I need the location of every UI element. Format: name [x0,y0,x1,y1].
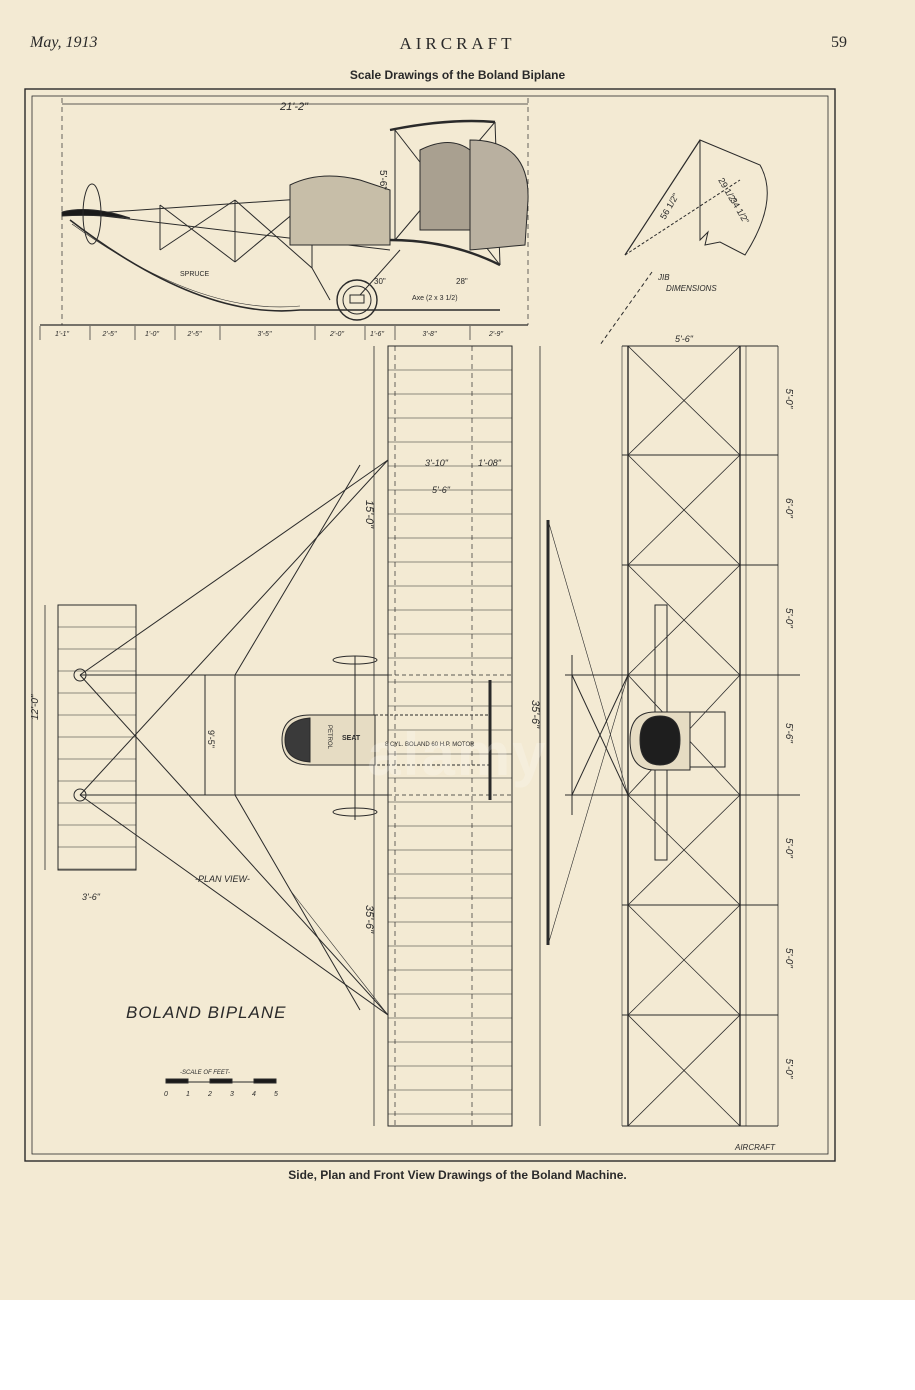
plan-half-span-dim: 15'-0" [363,500,375,529]
jib-label-line-2: DIMENSIONS [666,284,717,293]
scale-tick-label: 4 [252,1091,256,1098]
outer-frame [24,88,836,1162]
front-bay-dim: 5'-0" [783,838,794,858]
front-span-dim: 35'-6" [529,700,541,729]
footer-strip [0,1300,915,1390]
wheel-size-2: 28" [456,277,468,286]
scale-label: -SCALE OF FEET- [180,1070,230,1076]
front-view-labels: 5'-6" 35'-6" [529,334,694,729]
credit-label: AIRCRAFT [734,1143,776,1152]
plan-chord-dim: 5'-6" [432,485,451,495]
front-bay-dim: 5'-6" [783,723,794,743]
jib-label-line-1: JIB [657,273,670,282]
side-segment-dim: 3'-5" [258,331,272,338]
drawing-title: BOLAND BIPLANE [126,1003,286,1022]
plan-inner-dim-2: 1'-08" [478,458,502,468]
scale-tick-label: 1 [186,1091,190,1098]
plan-inner-dim-1: 3'-10" [425,458,449,468]
side-segment-dim: 1'-6" [370,331,384,338]
wheel-size-1: 30" [374,277,386,286]
scale-bar [165,1078,277,1084]
jib-drawing [599,139,768,346]
plan-view-labels: 3'-10" 1'-08" 5'-6" 15'-0" 35'-6" 12'-0"… [30,458,502,934]
front-brace [627,564,741,676]
side-segment-dim: 2'-5" [187,331,202,338]
jib-dim-2: 34 1/2" [728,196,751,225]
tank-label: PETROL [326,725,332,750]
header-magazine: AIRCRAFT [399,34,516,53]
front-brace [627,454,741,566]
side-segment-dims: 1'-1" 2'-5" 1'-0" 2'-5" 3'-5" 2'-0" 1'-6" 3'-8"… [39,326,503,340]
magazine-page: May, 1913 AIRCRAFT 59 Scale Drawings of … [0,0,915,1300]
front-chord-dim: 5'-6" [675,334,694,344]
front-brace [627,904,741,1016]
header-page-number: 59 [831,34,847,51]
scale-tick-label: 3 [230,1091,234,1098]
spruce-label: SPRUCE [180,271,210,278]
tail-chord-dim: 3'-6" [82,892,101,902]
inner-frame [31,95,829,1155]
axle-label: Axe (2 x 3 1/2) [412,295,458,302]
side-segment-dim: 2'-0" [329,331,344,338]
front-bay-dim: 5'-0" [783,1059,794,1079]
side-view-labels: 21'-2" 5'-6" SPRUCE Axe (2 x 3 1/2) 30" … [180,101,468,302]
drawing-subtitle: Scale Drawings of the Boland Biplane [349,68,566,82]
side-segment-dim: 1'-1" [55,331,69,338]
front-brace [627,794,741,906]
plan-view-label: -PLAN VIEW- [195,874,250,884]
side-view [40,98,529,326]
side-segment-dim: 3'-8" [423,331,437,338]
scale-ticks: 0 1 2 3 4 5 [164,1091,278,1098]
scale-tick-label: 0 [164,1091,168,1098]
side-segment-dim: 1'-0" [145,331,159,338]
front-brace [627,1014,741,1127]
front-bay-dim: 5'-0" [783,389,794,409]
front-view [539,345,800,1127]
front-bay-dim: 5'-0" [783,608,794,628]
front-bay-dim: 5'-0" [783,948,794,968]
side-height-dim: 5'-6" [377,170,388,190]
elevator-dim: 9'-5" [206,730,216,748]
front-brace [627,345,741,456]
side-segment-dim: 2'-5" [102,331,117,338]
biplane-drawing: 21'-2" 5'-6" SPRUCE Axe (2 x 3 1/2) 30" … [24,88,836,1162]
plan-span-dim: 35'-6" [363,905,375,934]
seat-label: SEAT [342,735,361,742]
scale-tick-label: 2 [207,1091,212,1098]
header-date: May, 1913 [30,34,98,51]
plan-tail [57,604,137,871]
front-bay-dim: 6'-0" [783,498,794,518]
plan-view [44,345,513,1127]
jib-dim-3: 56 1/2" [658,192,681,221]
side-segment-dim: 2'-9" [488,331,503,338]
figure-caption: Side, Plan and Front View Drawings of th… [288,1168,627,1182]
overall-length-dim: 21'-2" [279,101,309,113]
scale-tick-label: 5 [274,1091,278,1098]
motor-label: 8 CYL. BOLAND 60 H.P. MOTOR [385,742,475,748]
jib-label: JIB DIMENSIONS [657,273,717,293]
tail-span-dim: 12'-0" [30,694,41,720]
jib-labels: 29 1/2" 34 1/2" 56 1/2" JIB DIMENSIONS [657,176,751,293]
